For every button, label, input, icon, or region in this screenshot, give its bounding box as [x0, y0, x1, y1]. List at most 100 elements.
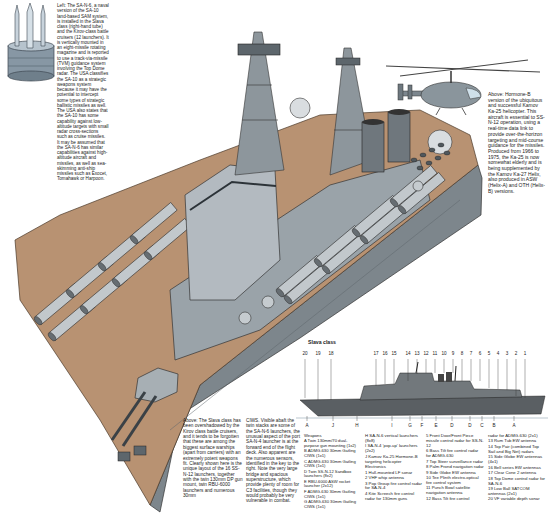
text-column: radar for ADMG-630 (2x1)13 Rum Tub EW an… [488, 434, 546, 503]
rbu-launcher [118, 452, 130, 461]
ka-25-helicopter [386, 66, 540, 72]
callout-letter: A [512, 424, 515, 429]
leader-lines [507, 359, 508, 390]
top-steer-radar [336, 58, 360, 65]
radar-dome [290, 98, 310, 118]
key-item: 16 Bell series EW antennas [488, 466, 546, 471]
key-item: 12 Bass Tilt fire control [426, 497, 484, 502]
launcher-tube [389, 197, 399, 208]
key-item: Weapons [304, 434, 362, 439]
callout-number: 12 [423, 352, 428, 357]
launcher-tube [129, 202, 177, 245]
leader-lines [307, 416, 308, 421]
launcher-tube [79, 304, 89, 315]
callout-number: 16 [382, 352, 387, 357]
leader-lines [480, 359, 481, 381]
slava-cruiser [242, 120, 278, 121]
sa-n-6-launchers [435, 156, 441, 160]
sa-n-6-missile-canister [41, 5, 45, 46]
caption-text: Above: Hormone-B version of the ubiquito… [488, 92, 546, 194]
deckhouse [170, 160, 430, 360]
top-dome-radar [428, 130, 452, 154]
leader-lines [470, 416, 471, 421]
sa-n-6-launchers [420, 153, 426, 157]
sa-n-6-missile-canister [27, 3, 33, 48]
stack [388, 112, 410, 162]
sa-n-6-missile-canister [15, 5, 19, 46]
callout-number: 9 [452, 352, 455, 357]
key-item: 20 VF variable depth sonar [488, 497, 546, 502]
callout-number: 10 [441, 352, 446, 357]
slava-cruiser [334, 130, 364, 131]
key-item: 7 Top Steer surveillance radar [426, 460, 484, 465]
slava-cruiser [388, 109, 410, 115]
sa-n-6-launchers [444, 151, 450, 155]
text-column: Left: The SA-N-6, a naval version of the… [57, 3, 109, 182]
sa-n-6-launchers [429, 148, 435, 152]
bridge-windows [190, 182, 276, 210]
sa-n-6-launchers [438, 143, 444, 147]
callout-number: 13 [414, 352, 419, 357]
key-item: radar for ADMG-630 (2x1) [488, 434, 546, 439]
launcher-tube [143, 250, 153, 261]
sa-n-6-launchers [411, 143, 450, 170]
launcher-tube [275, 287, 285, 298]
text-column: Above: Hormone-B version of the ubiquito… [488, 92, 546, 195]
key-item: 9 Side Globe EW antenna [426, 471, 484, 476]
sa-n-6-missile-canister [8, 66, 54, 67]
callout-letter: H [355, 424, 358, 429]
callout-number: 17 [373, 352, 378, 357]
launcher-tube [353, 195, 399, 236]
leader-lines [444, 359, 445, 373]
leader-lines [514, 416, 515, 421]
sa-n-6-launchers [411, 158, 417, 162]
key-item: 15 Side Globe EW antennas (4x1) [488, 455, 546, 465]
text-column: CIWS. Visible abaft the twin stacks are … [246, 418, 301, 504]
key-item: 17 Clear Cone 2 antenna [488, 471, 546, 476]
launcher-tube [351, 195, 399, 238]
callout-number: 5 [488, 352, 491, 357]
side-profile [446, 372, 452, 382]
launcher-tube [129, 234, 139, 245]
ciws [262, 296, 274, 308]
leader-lines [494, 416, 495, 421]
launcher-tube [313, 257, 323, 268]
ciws [413, 181, 423, 191]
key-item: 2 VHF whip antenna [365, 476, 422, 481]
callout-letter: D [468, 424, 471, 429]
callout-letter: C [480, 424, 483, 429]
caption-text: CIWS. Visible abaft the twin stacks are … [246, 418, 301, 504]
ka-25-helicopter [462, 108, 466, 115]
leader-lines [422, 416, 423, 421]
leader-lines [408, 359, 409, 381]
callout-number: 3 [506, 352, 509, 357]
launcher-tube [277, 255, 323, 296]
key-item: 8 Palm Frond navigation radar [426, 465, 484, 470]
callout-letter: D [450, 424, 453, 429]
leader-lines [318, 359, 319, 400]
key-item: D Twin SS-N-12 Sandbox launchers (8x2) [304, 470, 362, 480]
callout-letter: J [332, 424, 334, 429]
key-item: 1 Hull-mounted LF sonar [365, 471, 422, 476]
launcher-tube [97, 261, 107, 272]
top-pair-radar [238, 44, 280, 55]
leader-lines [435, 359, 436, 373]
stack [362, 122, 384, 172]
text-column: Above: The Slava class has been overshad… [183, 418, 243, 499]
launcher-tube [33, 315, 43, 326]
leader-lines [394, 359, 395, 384]
key-item: 3 Pop Group fire control radar for SA-N-… [365, 482, 422, 492]
leader-lines [453, 359, 454, 373]
key-item: F ADMG-630 30mm Gatling CIWS (1x1) [304, 490, 362, 500]
callout-letter: E [434, 424, 437, 429]
ka-25-helicopter [408, 85, 412, 99]
callout-letter: F [421, 424, 424, 429]
launcher-tube [131, 202, 177, 243]
leader-lines [471, 359, 472, 381]
launcher-tube [389, 165, 437, 208]
leader-lines [498, 359, 499, 389]
text-column: WeaponsA Twin 130mm/70 dual-purpose gun … [304, 434, 362, 510]
profile-title: Slava class [308, 340, 336, 345]
launcher-tube [275, 255, 323, 298]
callout-number: 11 [433, 352, 438, 357]
